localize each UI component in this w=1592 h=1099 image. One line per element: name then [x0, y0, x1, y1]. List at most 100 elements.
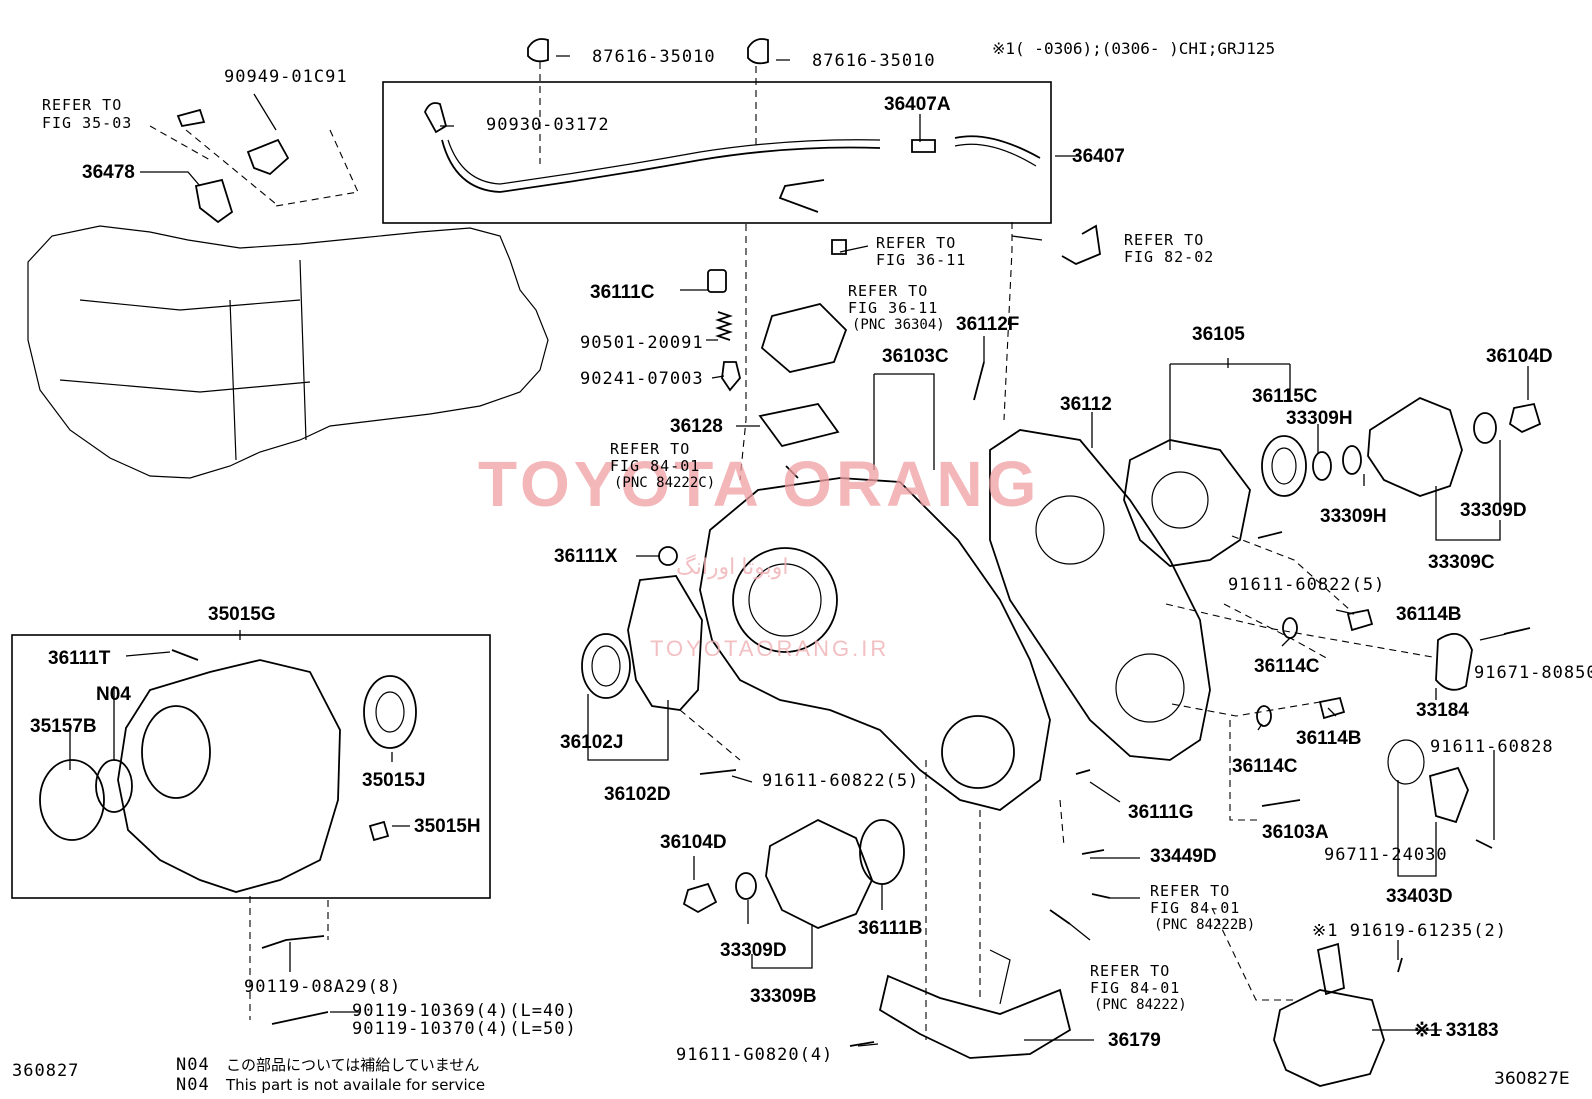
pin-36111T [171, 649, 199, 661]
label-refer-fig-36-11-b-line3: (PNC 36304) [852, 317, 945, 333]
nut-36104D-top [1508, 402, 1542, 434]
label-36115C: 36115C [1252, 386, 1318, 407]
label-refer-fig-84-01-a-line1: REFER TO [610, 440, 690, 458]
label-33309B: 33309B [750, 986, 817, 1007]
footnote-code-en: N04 [176, 1075, 210, 1095]
label-36128: 36128 [670, 416, 723, 437]
label-90119-08A29: 90119-08A29(8) [244, 977, 401, 997]
oil-seal-35015J [363, 675, 417, 749]
sensor-33403D [1428, 766, 1469, 824]
cap-35157B [39, 759, 105, 841]
label-refer-fig-84-01-a-line3: (PNC 84222C) [614, 475, 715, 491]
footnote-code-ja: N04 [176, 1055, 210, 1075]
label-refer-fig-84-01-b-line1: REFER TO [1150, 882, 1230, 900]
label-36105: 36105 [1192, 324, 1245, 345]
bracket-fig82-02 [1061, 224, 1101, 266]
label-36102D: 36102D [604, 784, 671, 805]
label-90949-01C91: 90949-01C91 [224, 67, 348, 87]
label-36407A: 36407A [884, 94, 951, 115]
ball-90241 [721, 361, 741, 392]
label-33309D-top: 33309D [1460, 500, 1527, 521]
label-35015G: 35015G [208, 604, 276, 625]
hose-union-36407A [911, 139, 936, 153]
label-36103C: 36103C [882, 346, 949, 367]
label-90930-03172: 90930-03172 [486, 115, 610, 135]
label-33309H-b: 33309H [1320, 506, 1387, 527]
label-33403D: 33403D [1386, 886, 1453, 907]
hose-end [954, 135, 1041, 159]
hose-group-box [382, 81, 1052, 224]
hose-elbow [778, 179, 825, 213]
cover-36-11 [760, 303, 848, 373]
label-35015J: 35015J [362, 770, 425, 791]
mount-33183 [1273, 989, 1385, 1087]
transmission-outline [27, 225, 549, 479]
label-refer-fig-84-01-c-line1: REFER TO [1090, 962, 1170, 980]
footnote-text-ja: この部品については補給していません [226, 1056, 479, 1074]
bolt-90119-10369 [271, 1011, 329, 1025]
label-refer-fig-84-01-c-line2: FIG 84-01 [1090, 979, 1180, 997]
label-36111T: 36111T [48, 648, 111, 669]
label-refer-fig-36-11-a-line1: REFER TO [876, 234, 956, 252]
oring-96711 [1387, 739, 1425, 785]
washer-36114C-a [1282, 617, 1298, 639]
watermark-brand: TOYOTA ORANG [478, 448, 1040, 520]
label-36407: 36407 [1072, 146, 1125, 167]
label-91619-61235: ※1 91619-61235(2) [1312, 921, 1507, 941]
label-refer-fig-36-11-a-line2: FIG 36-11 [876, 251, 966, 269]
label-33309H-a: 33309H [1286, 408, 1353, 429]
label-36104D-top: 36104D [1486, 346, 1553, 367]
pin-36111G [1075, 769, 1091, 775]
pin-36112F [973, 361, 985, 401]
label-35015H: 35015H [414, 816, 481, 837]
label-87616-35010-a: 87616-35010 [592, 47, 716, 67]
label-refer-fig-36-11-b-line1: REFER TO [848, 282, 928, 300]
bolt-91619 [1397, 957, 1403, 973]
label-36111B: 36111B [858, 918, 922, 939]
bearing-36115C [1261, 435, 1307, 497]
bolt-90119-08A29 [261, 935, 325, 949]
bracket-90949 [246, 138, 290, 176]
label-90119-10369: 90119-10369(4)(L=40) [352, 1001, 577, 1021]
label-91611-60822-bot: 91611-60822(5) [762, 771, 919, 791]
nut-36104D-bot [682, 882, 718, 914]
washer-33309H-a [1312, 451, 1332, 481]
washer-33309D-top [1473, 412, 1497, 444]
label-refer-fig-84-01-b-line3: (PNC 84222B) [1154, 917, 1255, 933]
rear-cover-36105 [1123, 439, 1251, 567]
bolt-91611-60828 [1475, 839, 1493, 849]
plug-36111C [707, 269, 727, 293]
bolt-36103A [1261, 799, 1301, 807]
label-36179: 36179 [1108, 1030, 1161, 1051]
label-90119-10370: 90119-10370(4)(L=50) [352, 1019, 577, 1039]
label-refer-fig-35-03-line1: REFER TO [42, 96, 122, 114]
plug-36111X [658, 546, 678, 566]
washer-36114C-b [1256, 705, 1272, 727]
extension-housing-group-box [11, 634, 491, 899]
washer-33309H-b [1342, 445, 1362, 475]
label-36114C-b: 36114C [1232, 756, 1298, 777]
label-refer-fig-82-02-line1: REFER TO [1124, 231, 1204, 249]
oil-seal-36111B [859, 819, 905, 885]
label-91611-60822-top: 91611-60822(5) [1228, 575, 1385, 595]
lower-case-bore [941, 715, 1015, 789]
plug-35015H [368, 820, 390, 842]
label-96711-24030: 96711-24030 [1324, 845, 1448, 865]
label-refer-fig-82-02-line2: FIG 82-02 [1124, 248, 1214, 266]
label-33309C: 33309C [1428, 552, 1495, 573]
label-36111G: 36111G [1128, 802, 1194, 823]
bolt-33449D [1081, 849, 1105, 855]
transmission-ribs [59, 259, 311, 461]
label-36102J: 36102J [560, 732, 623, 753]
breather-hose [441, 139, 881, 193]
label-91611-60828: 91611-60828 [1430, 737, 1554, 757]
label-87616-35010-b: 87616-35010 [812, 51, 936, 71]
gasket-36128 [758, 402, 840, 448]
bracket-36478 [194, 178, 234, 224]
bolt-91671 [1503, 627, 1531, 635]
bolt-91611-G0820 [849, 1041, 875, 1047]
watermark-arabic: اوبوتا اورانگ [676, 554, 788, 580]
bracket-36179 [878, 974, 1072, 1059]
